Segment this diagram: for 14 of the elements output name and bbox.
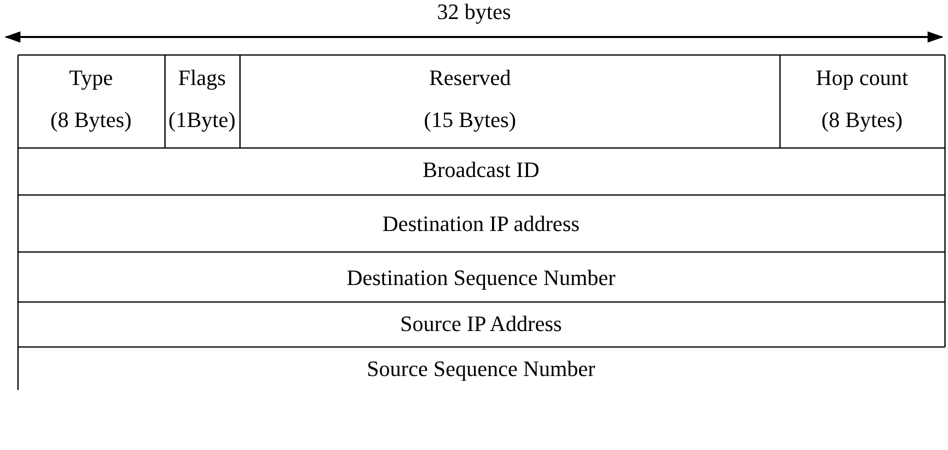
- dimension-label: 32 bytes: [437, 0, 511, 24]
- field-name: Destination Sequence Number: [346, 266, 616, 290]
- field-size: (8 Bytes): [50, 108, 132, 132]
- field-name: Source Sequence Number: [366, 356, 596, 382]
- field-name: Hop count: [816, 66, 908, 90]
- field-name: Type: [69, 66, 113, 90]
- field-name: Flags: [178, 66, 226, 90]
- field-name: Destination IP address: [382, 212, 580, 236]
- field-name: Reserved: [429, 66, 511, 90]
- field-size: (15 Bytes): [424, 108, 516, 132]
- field-name: Broadcast ID: [422, 158, 540, 182]
- field-size: (1Byte): [168, 108, 236, 132]
- field-name: Source IP Address: [400, 312, 562, 336]
- field-size: (8 Bytes): [821, 108, 903, 132]
